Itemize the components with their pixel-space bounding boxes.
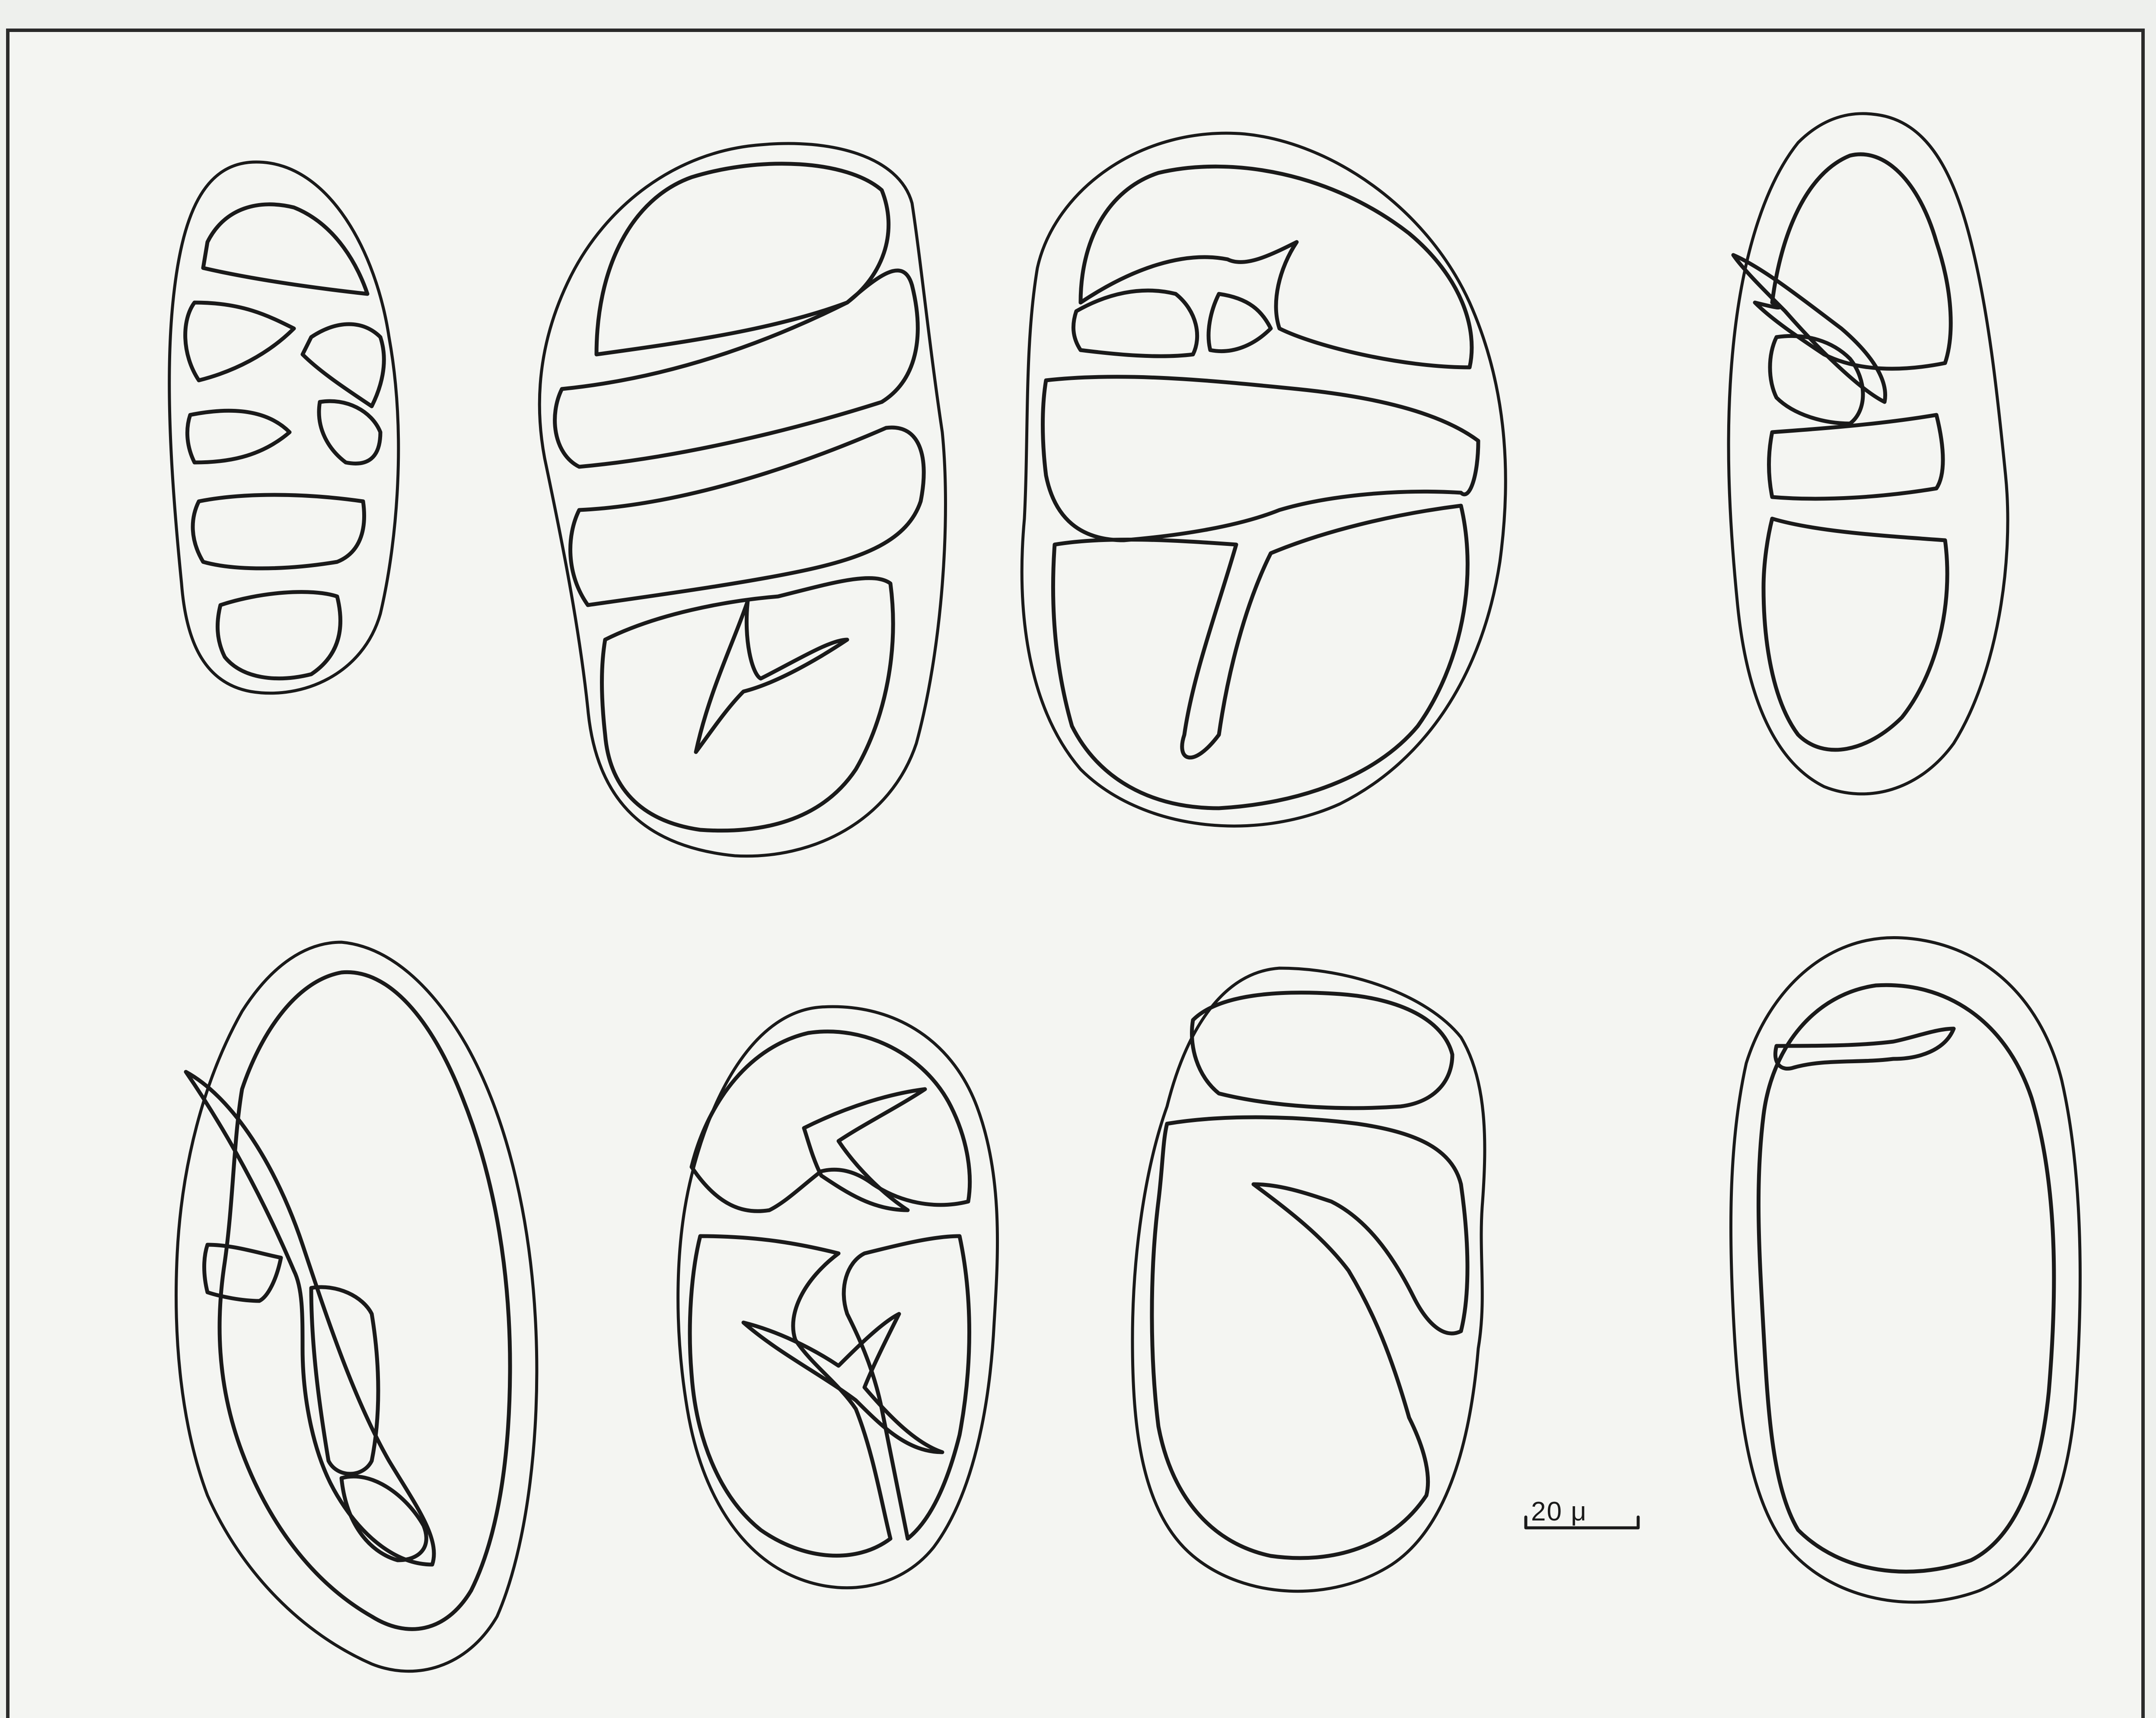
- scale-bar-label: 20 μ: [1531, 1496, 1587, 1527]
- plate-frame: [8, 30, 2143, 1718]
